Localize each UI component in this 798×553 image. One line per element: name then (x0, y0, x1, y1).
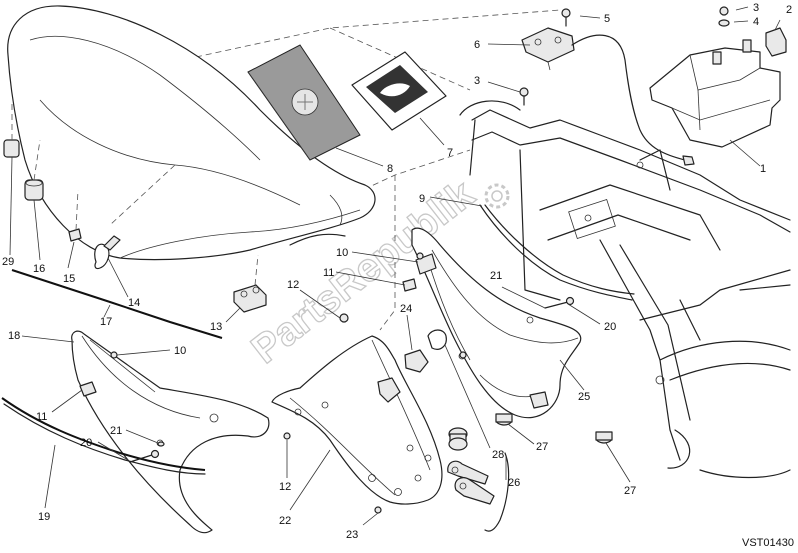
rubber-grommet (416, 252, 424, 260)
callout-12: 12 (287, 279, 299, 291)
callout-2: 2 (786, 4, 792, 16)
callout-7: 7 (447, 147, 453, 159)
key-holder (427, 329, 447, 350)
screw (719, 6, 729, 16)
watermark-gear-icon (484, 183, 510, 209)
callout-10b: 10 (174, 345, 186, 357)
rubber-grommet (459, 351, 467, 359)
drawing-code: VST01430 (742, 537, 794, 549)
callout-11b: 11 (36, 411, 47, 423)
callout-26: 26 (508, 477, 520, 489)
callout-5: 5 (604, 13, 610, 25)
screw (374, 506, 382, 514)
callout-27b: 27 (624, 485, 636, 497)
rear-frame (459, 100, 791, 479)
callout-10: 10 (336, 247, 348, 259)
callout-28: 28 (492, 449, 504, 461)
release-cable (571, 34, 686, 161)
seat-strap-hook (94, 235, 121, 270)
callout-4: 4 (753, 16, 759, 28)
clip (68, 189, 82, 242)
rubber-cap (765, 27, 787, 57)
clip (402, 278, 417, 292)
callout-6: 6 (474, 39, 480, 51)
rubber-grommet (110, 351, 118, 359)
clip (79, 381, 97, 397)
right-side-cover (411, 227, 582, 419)
cover-seal-strip (479, 204, 633, 301)
seat-latch-block (233, 254, 267, 313)
bolt (544, 296, 575, 309)
rubber-pad (3, 100, 20, 158)
callout-27: 27 (536, 441, 548, 453)
leader-lines (9, 6, 781, 526)
callout-12b: 12 (279, 481, 291, 493)
battery-box (649, 39, 781, 148)
callout-13: 13 (210, 321, 222, 333)
callout-18: 18 (8, 330, 20, 342)
callout-21b: 21 (490, 270, 502, 282)
callout-16: 16 (33, 263, 45, 275)
washer (718, 19, 730, 27)
left-side-cover (71, 330, 270, 534)
callout-24: 24 (400, 303, 412, 315)
callout-21: 21 (110, 425, 122, 437)
booklet (351, 51, 447, 131)
rubber-pad (404, 349, 429, 373)
callout-22: 22 (279, 515, 291, 527)
cover-seal-strip-edge (484, 204, 635, 295)
cable-end (682, 155, 695, 166)
screw (561, 8, 571, 27)
center-side-panel (271, 335, 443, 505)
callout-17: 17 (100, 316, 112, 328)
callout-19: 19 (38, 511, 50, 523)
seat (7, 5, 376, 261)
rubber-bumper (595, 431, 613, 444)
seat-bracket-line (11, 269, 223, 339)
callout-15: 15 (63, 273, 75, 285)
seat-lock-latch (521, 27, 575, 71)
owner-manual (247, 44, 361, 161)
bolt (129, 449, 160, 463)
callout-11: 11 (323, 267, 334, 279)
callout-8: 8 (387, 163, 393, 175)
callout-3b: 3 (474, 75, 480, 87)
callout-25: 25 (578, 391, 590, 403)
callout-23: 23 (346, 529, 358, 541)
washer (157, 441, 165, 447)
callout-1: 1 (760, 163, 766, 175)
left-cover-trim (1, 397, 206, 471)
rubber-bumper (24, 139, 44, 201)
rubber-bumper (495, 413, 513, 426)
keys (447, 460, 495, 505)
helmet-cable (484, 452, 510, 532)
left-cover-trim-edge (3, 403, 206, 475)
callout-29: 29 (2, 256, 14, 268)
screw (519, 87, 529, 106)
callout-9: 9 (419, 193, 425, 205)
screw (283, 432, 291, 440)
callout-labels: 1 2 3 4 5 6 3 7 8 9 10 11 12 13 14 15 16… (2, 2, 792, 541)
callout-20: 20 (80, 437, 92, 449)
rubber-bushing (448, 427, 468, 451)
callout-20b: 20 (604, 321, 616, 333)
callout-14: 14 (128, 297, 140, 309)
callout-3: 3 (753, 2, 759, 14)
washer (339, 313, 349, 323)
